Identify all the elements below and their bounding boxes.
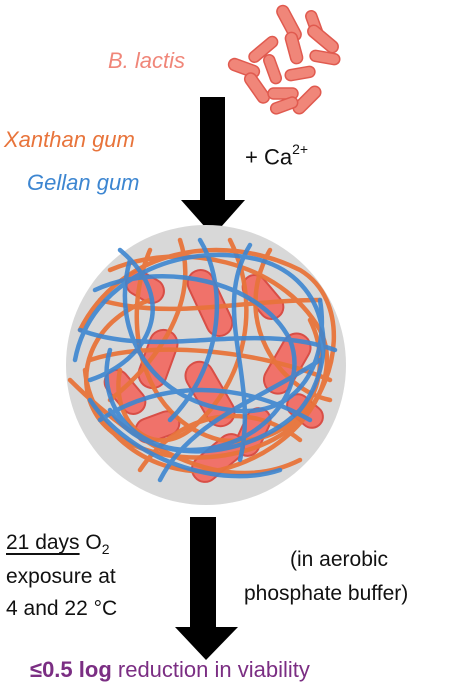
buffer-line-1: (in aerobic <box>290 548 389 571</box>
result-highlight: ≤0.5 log <box>30 657 112 682</box>
bacteria-label: B. lactis <box>108 48 186 73</box>
calcium-charge: 2+ <box>292 141 309 157</box>
exposure-line-3: 4 and 22 °C <box>6 597 118 620</box>
calcium-text: + Ca <box>245 144 293 170</box>
result-rest: reduction in viability <box>111 657 310 682</box>
gas-subscript: 2 <box>101 541 110 558</box>
result-text: ≤0.5 log reduction in viability <box>30 657 310 683</box>
gellan-gum-strands <box>72 237 338 483</box>
duration-text: 21 days <box>6 531 80 554</box>
gas-text: O <box>85 531 102 554</box>
exposure-line-2: exposure at <box>6 565 116 588</box>
buffer-line-2: phosphate buffer) <box>244 582 409 605</box>
down-arrow-icon <box>181 97 245 236</box>
xanthan-label: Xanthan gum <box>4 127 135 152</box>
bead-icon <box>66 225 346 505</box>
calcium-label: + Ca2+ <box>245 141 309 170</box>
down-arrow-icon <box>175 517 238 660</box>
gellan-label: Gellan gum <box>27 170 140 195</box>
bacteria-cluster-icon <box>227 4 341 115</box>
exposure-line-1: 21 days O2 <box>6 528 110 564</box>
